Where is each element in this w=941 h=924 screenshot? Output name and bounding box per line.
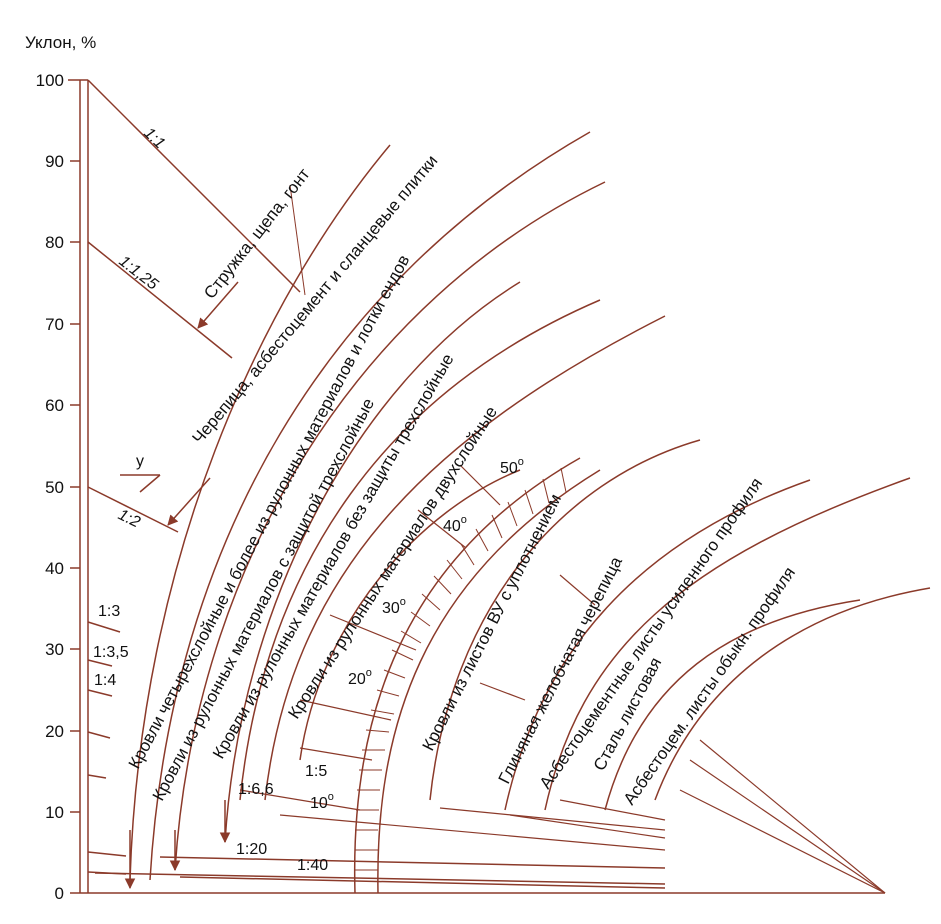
ratio-1-6-6: 1:6,6: [238, 781, 274, 798]
axis-title: Уклон, %: [25, 33, 96, 52]
ratio-1-20: 1:20: [236, 841, 267, 858]
tick-60: 60: [45, 396, 64, 415]
converging-lines: [279, 739, 886, 894]
slope-lines: [87, 79, 666, 889]
tick-labels: 0 10 20 30 40 50 60 70 80 90 100: [36, 71, 64, 903]
tick-90: 90: [45, 152, 64, 171]
ratio-1-1-25: 1:1,25: [116, 253, 162, 294]
ratio-1-3-5: 1:3,5: [93, 644, 129, 661]
material-curves: [129, 131, 931, 881]
tick-40: 40: [45, 559, 64, 578]
tick-100: 100: [36, 71, 64, 90]
tick-70: 70: [45, 315, 64, 334]
tick-20: 20: [45, 722, 64, 741]
ratio-1-4: 1:4: [94, 672, 116, 689]
material-protected-three: Кровли из рулонных материалов с защитой …: [149, 395, 378, 804]
tick-80: 80: [45, 233, 64, 252]
tick-50: 50: [45, 478, 64, 497]
ratio-1-5: 1:5: [305, 763, 327, 780]
degree-labels: 10o 20o 30o 40o 50o: [310, 456, 524, 812]
ratio-1-1: 1:1: [140, 125, 168, 153]
degree-lines: [239, 184, 596, 811]
degree-10: 10o: [310, 791, 334, 812]
vu-ladder: [353, 457, 601, 894]
tick-0: 0: [55, 884, 64, 903]
tick-30: 30: [45, 640, 64, 659]
degree-50: 50o: [500, 456, 524, 477]
ratio-1-3: 1:3: [98, 603, 120, 620]
ratio-1-2: 1:2: [115, 506, 143, 531]
material-labels: Стружка, щепа, гонт Черепица, асбестоцем…: [125, 151, 799, 808]
vertical-axis: [68, 79, 885, 894]
ratio-1-40: 1:40: [297, 857, 328, 874]
degree-40: 40o: [443, 514, 467, 535]
symbol-y: у: [136, 453, 144, 470]
degree-30: 30o: [382, 596, 406, 617]
slope-symbol: у: [120, 453, 161, 493]
tick-10: 10: [45, 803, 64, 822]
degree-20: 20o: [348, 667, 372, 688]
